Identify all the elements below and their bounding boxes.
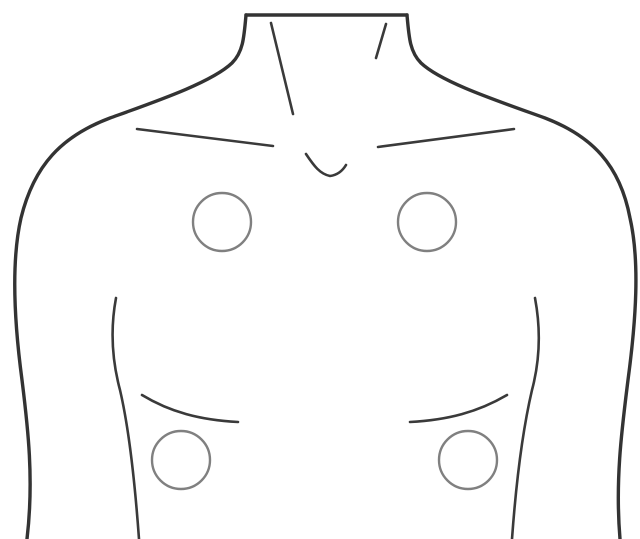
neck-line-left [271, 23, 293, 114]
marker-lower-right-abdomen [152, 431, 210, 489]
sternal-notch [306, 154, 346, 176]
rib-line-left [142, 395, 238, 422]
marker-lower-left-abdomen [439, 431, 497, 489]
rib-line-right [410, 395, 507, 422]
collarbone-right [378, 129, 514, 147]
body-outline-left [15, 15, 246, 539]
neck-line-right [376, 24, 386, 58]
collarbone-left [137, 129, 273, 146]
side-line-right [512, 298, 539, 539]
marker-upper-left-chest [398, 193, 456, 251]
side-line-left [113, 298, 139, 539]
marker-upper-right-chest [193, 193, 251, 251]
